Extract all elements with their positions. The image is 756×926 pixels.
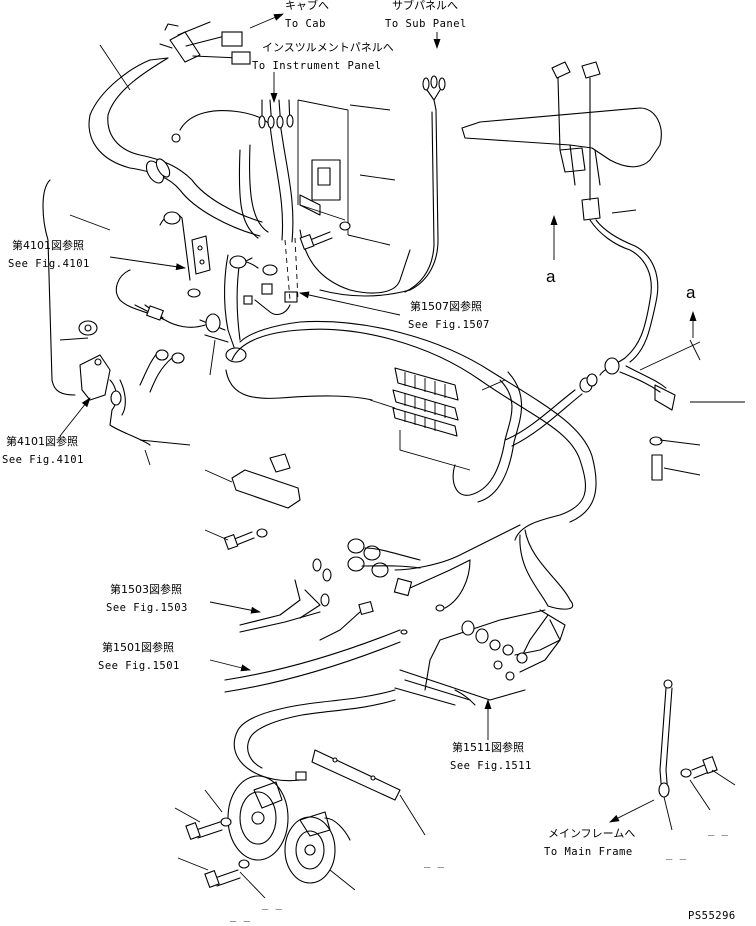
left-clamp [78,320,185,446]
fig4101-bottom-label-en: See Fig.4101 [2,454,84,466]
to-main-frame-label-jp: メインフレームへ [548,827,636,840]
marker-a-left: a [546,267,556,286]
fig4101-top-label-jp: 第4101図参照 [12,239,84,252]
right-switch-assembly [461,61,745,481]
to-main-frame-label-en: To Main Frame [544,846,633,858]
fuse-connector-stack [369,367,471,471]
cover-plate [223,453,301,551]
fig1511-label-jp: 第1511図参照 [452,741,524,754]
fig1501-label-jp: 第1501図参照 [102,641,174,654]
fig1511-label-en: See Fig.1511 [450,760,532,772]
lower-harness [347,524,574,706]
fig1507-label-en: See Fig.1507 [408,319,490,331]
to-cab-label-en: To Cab [285,18,326,30]
fig4101-bottom-label-jp: 第4101図参照 [6,435,78,448]
placeholder-dash-e: _ _ [230,910,251,922]
marker-a-right: a [686,283,696,302]
ground-strap [658,679,736,831]
upper-harness-tube [88,21,263,237]
fig4101-top-label-en: See Fig.4101 [8,258,90,270]
to-instrument-panel-label-en: To Instrument Panel [252,60,382,72]
to-sub-panel-label-en: To Sub Panel [385,18,467,30]
sub-panel-wire [319,75,446,297]
horns [227,771,351,884]
to-cab-label-jp: キャブへ [285,0,329,12]
placeholder-dash-a: _ _ [708,824,729,836]
panel-box [297,99,411,294]
placeholder-dash-b: _ _ [666,848,687,860]
fig1503-label-jp: 第1503図参照 [110,583,182,596]
placeholder-dash-c: _ _ [424,856,445,868]
drawing-number: PS55296 [688,910,736,922]
to-sub-panel-label-jp: サブパネルへ [392,0,458,12]
instrument-panel-bundle [171,99,294,243]
bolt-washer-upper [299,221,351,251]
fig1501-label-en: See Fig.1501 [98,660,180,672]
center-junction [199,237,299,363]
left-lower-leads [224,558,408,693]
to-instrument-panel-label-jp: インスツルメントパネルへ [262,41,394,54]
callout-arrows [59,13,697,823]
main-harness [225,320,598,541]
fig1507-label-jp: 第1507図参照 [410,300,482,313]
leader-lines [59,44,701,541]
horn-harness [233,689,426,836]
placeholder-dash-d: _ _ [262,898,283,910]
horn-bolts [174,789,356,899]
left-bracket-area [42,179,211,396]
fig1503-label-en: See Fig.1503 [106,602,188,614]
